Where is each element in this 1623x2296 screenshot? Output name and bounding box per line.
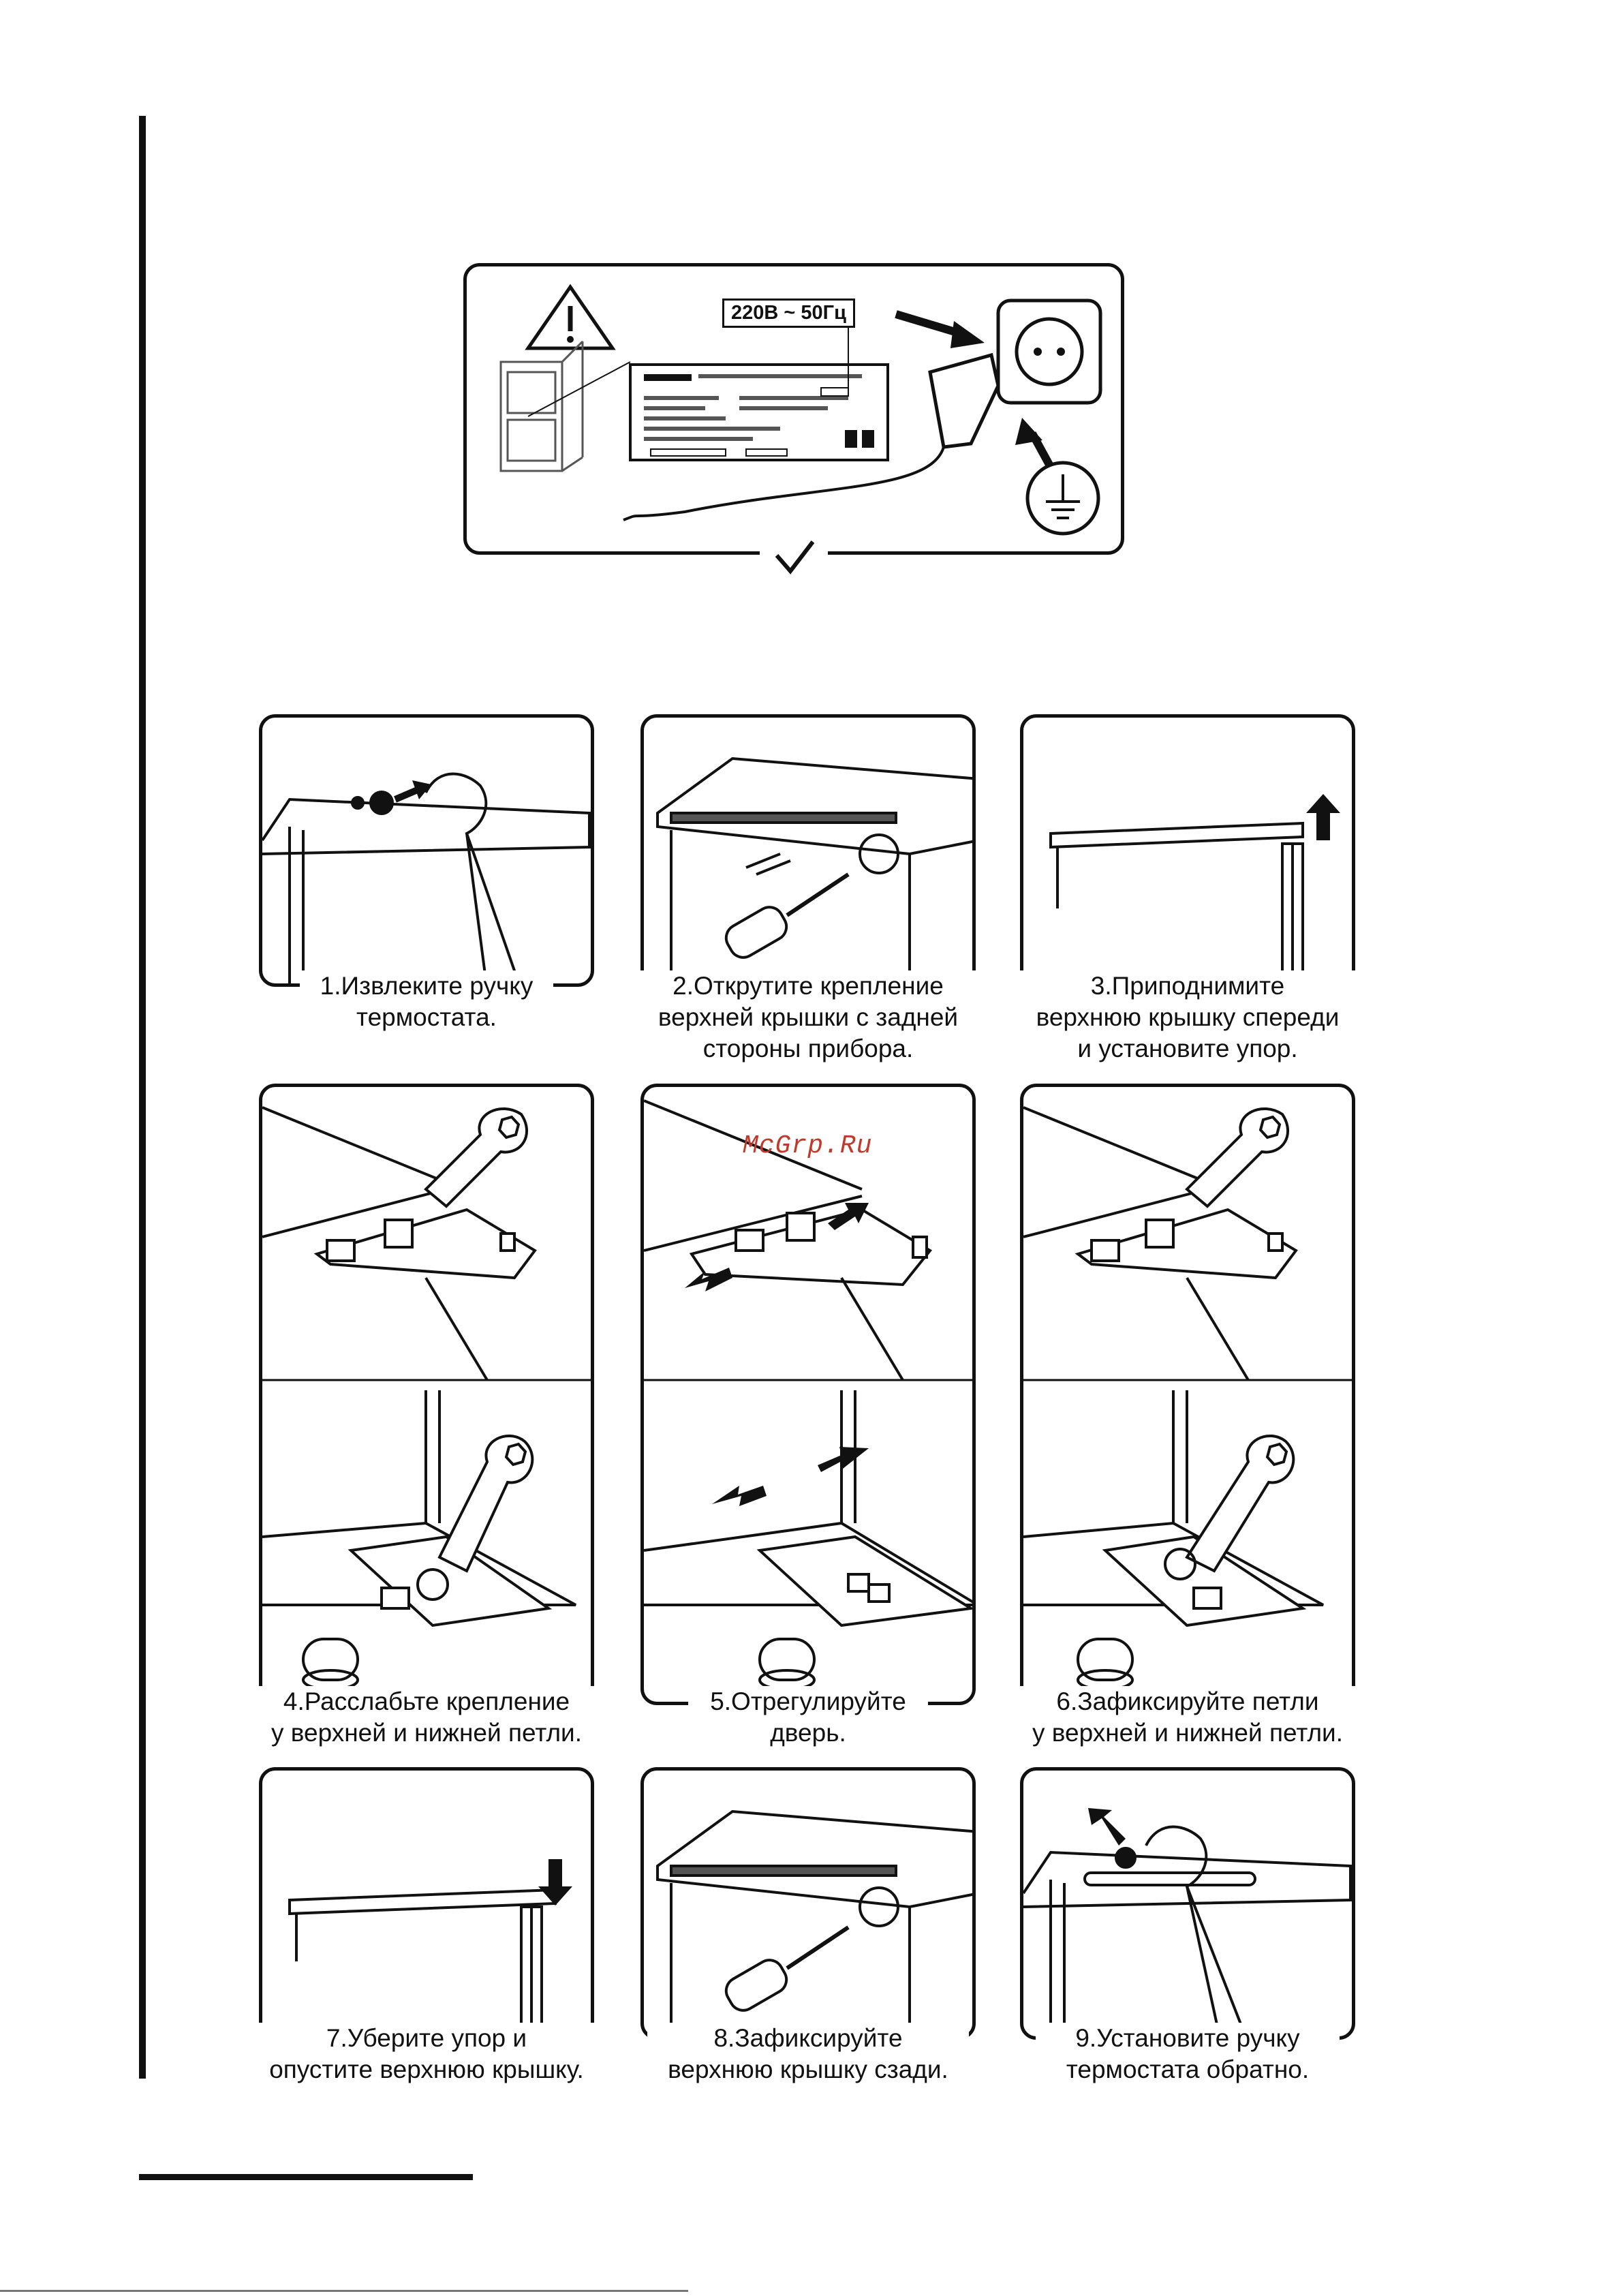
step-4-panel [259,1084,594,1705]
step-7-panel [259,1767,594,2040]
page-edge-line [0,2290,688,2292]
step-2-panel [640,714,976,987]
step-3-caption: 3.Приподнимите верхнюю крышку спереди и … [1017,970,1359,1065]
power-plug-icon [623,352,1000,521]
voltage-label: 220В ~ 50Гц [722,299,855,328]
footer-rule [139,2174,473,2180]
step-6-caption: 6.Зафиксируйте петли у верхней и нижней … [1013,1686,1362,1749]
step-2-caption: 2.Открутите крепление верхней крышки с з… [637,970,979,1065]
ground-arrow-icon [1015,418,1057,473]
warning-icon [525,284,616,350]
watermark: McGrp.Ru [743,1131,873,1161]
unscrew-top-illustration [656,756,972,983]
fix-hinges-illustration [1023,1106,1352,1691]
step-7-caption: 7.Уберите упор и опустите верхнюю крышку… [251,2023,602,2085]
lower-top-illustration [288,1859,572,2036]
step-6-panel [1020,1084,1355,1705]
fridge-icon [499,340,584,472]
wall-socket-icon [996,299,1102,405]
step-3-panel [1020,714,1355,987]
loosen-hinges-illustration [262,1106,591,1691]
step-5-panel [640,1084,976,1705]
margin-rule [139,116,146,2079]
electrical-illustration [499,284,1102,536]
ground-icon [1025,461,1100,536]
lift-top-illustration [1049,794,1340,983]
step-1-caption: 1.Извлеките ручку термостата. [300,970,553,1033]
rating-plate [629,363,889,461]
step-4-caption: 4.Расслабьте крепление у верхней и нижне… [253,1686,600,1749]
step-8-panel [640,1767,976,2040]
arrow-to-socket-icon [895,310,985,348]
step-9-caption: 9.Установите ручку термостата обратно. [1036,2023,1340,2085]
checkmark-icon [760,540,828,575]
step-1-panel [259,714,594,987]
step-9-panel [1020,1767,1355,2040]
step-8-caption: 8.Зафиксируйте верхнюю крышку сзади. [647,2023,969,2085]
install-knob-illustration [1023,1808,1352,2036]
adjust-door-illustration [644,1099,972,1691]
step-5-caption: 5.Отрегулируйте дверь. [688,1686,928,1749]
fix-top-illustration [656,1809,972,2036]
remove-knob-illustration [262,772,591,983]
